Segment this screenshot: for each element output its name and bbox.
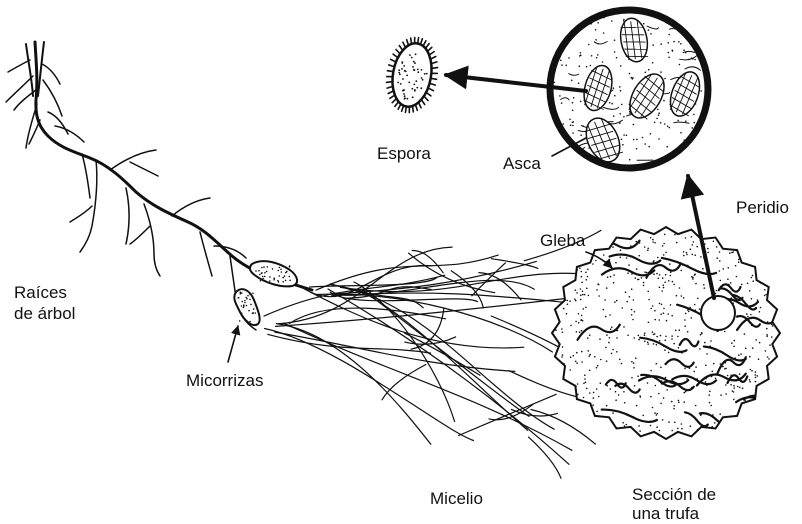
- label-gleba: Gleba: [540, 230, 585, 251]
- pointer-micorrizas: [228, 326, 238, 362]
- label-espora: Espora: [377, 143, 431, 164]
- spore-drawing: [387, 37, 438, 112]
- label-peridio: Peridio: [736, 197, 789, 218]
- label-raices-line2: de árbol: [14, 303, 75, 324]
- label-seccion-line1: Sección de: [632, 484, 716, 505]
- label-seccion-line2: una trufa: [632, 503, 699, 524]
- label-raices-line1: Raíces: [14, 282, 67, 303]
- truffle-section: [552, 222, 795, 443]
- label-micorrizas: Micorrizas: [186, 370, 263, 391]
- label-asca: Asca: [503, 153, 541, 174]
- ascus-sample-circle: [701, 296, 735, 330]
- label-micelio: Micelio: [430, 488, 483, 509]
